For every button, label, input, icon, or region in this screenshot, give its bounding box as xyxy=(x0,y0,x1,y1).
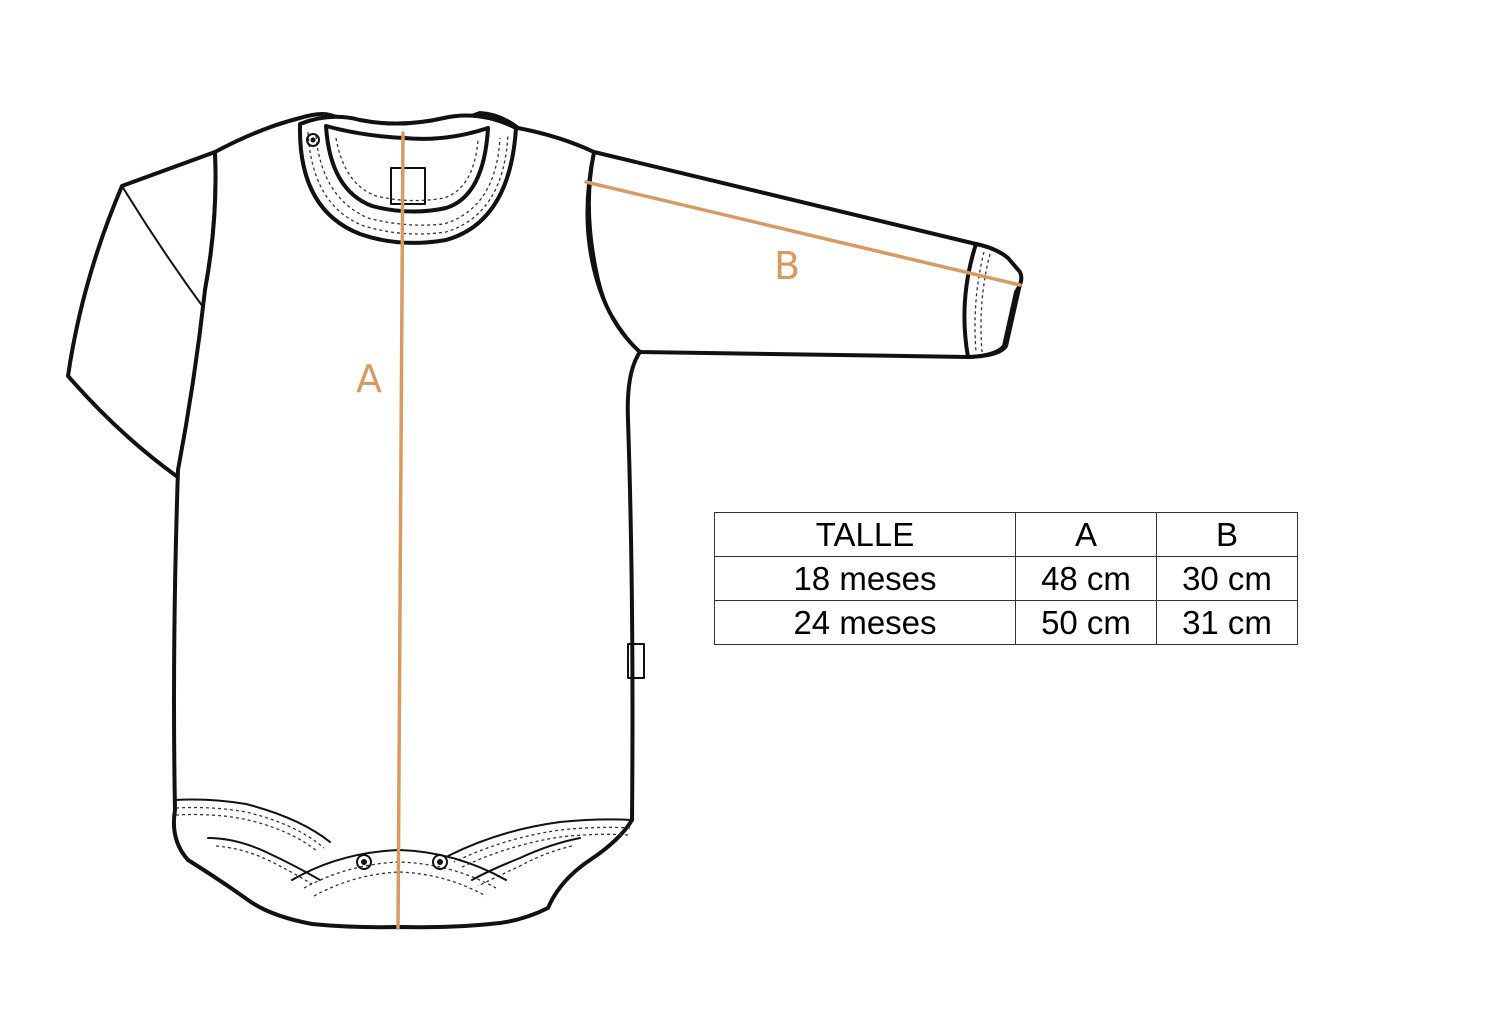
size-table: TALLE A B 18 meses 48 cm 30 cm 24 meses … xyxy=(714,512,1298,645)
right-hem-stitch xyxy=(453,826,631,863)
collar-stitch-2 xyxy=(315,135,501,226)
collar-stitch xyxy=(307,131,509,235)
right-hem-band xyxy=(447,818,633,857)
neck-inner-stitch xyxy=(335,137,479,202)
crotch-snap-right-center xyxy=(437,859,443,865)
measure-b-line xyxy=(584,180,1022,287)
crotch-snap-right xyxy=(432,854,448,870)
right-sleeve xyxy=(586,150,1024,359)
table-cell-b: 30 cm xyxy=(1156,556,1298,601)
right-cuff-stitch xyxy=(974,251,985,353)
table-cell-a: 48 cm xyxy=(1015,556,1157,601)
measure-b-label: B xyxy=(774,244,800,288)
size-table-header-talle: TALLE xyxy=(714,512,1016,557)
table-cell-talle: 18 meses xyxy=(714,556,1016,601)
left-hem-band xyxy=(174,798,331,843)
right-leg-stitch xyxy=(477,845,573,887)
side-label-tag xyxy=(627,643,645,679)
right-cuff-stitch-2 xyxy=(980,253,991,353)
table-cell-talle: 24 meses xyxy=(714,600,1016,645)
crotch-snap-left-center xyxy=(361,859,367,865)
size-table-header-row: TALLE A B xyxy=(714,512,1298,557)
right-cuff xyxy=(962,242,1024,359)
right-leg-opening xyxy=(471,837,581,881)
crotch-panel-stitch xyxy=(303,861,497,889)
crotch-snap-left xyxy=(356,854,372,870)
left-hem-stitch-2 xyxy=(175,813,319,853)
left-leg-stitch xyxy=(215,845,313,885)
size-table-header-b: B xyxy=(1156,512,1298,557)
bodysuit-body xyxy=(171,111,642,930)
table-cell-b: 31 cm xyxy=(1156,600,1298,645)
table-row: 18 meses 48 cm 30 cm xyxy=(714,556,1298,601)
neck-label-tag xyxy=(390,167,426,205)
table-row: 24 meses 50 cm 31 cm xyxy=(714,600,1298,645)
measure-a-line xyxy=(396,131,405,930)
shoulder-snap xyxy=(306,133,320,147)
shoulder-snap-center xyxy=(310,137,316,143)
measure-a-label: A xyxy=(356,357,382,401)
size-table-header-a: A xyxy=(1015,512,1157,557)
table-cell-a: 50 cm xyxy=(1015,600,1157,645)
right-hem-stitch-2 xyxy=(459,833,629,869)
